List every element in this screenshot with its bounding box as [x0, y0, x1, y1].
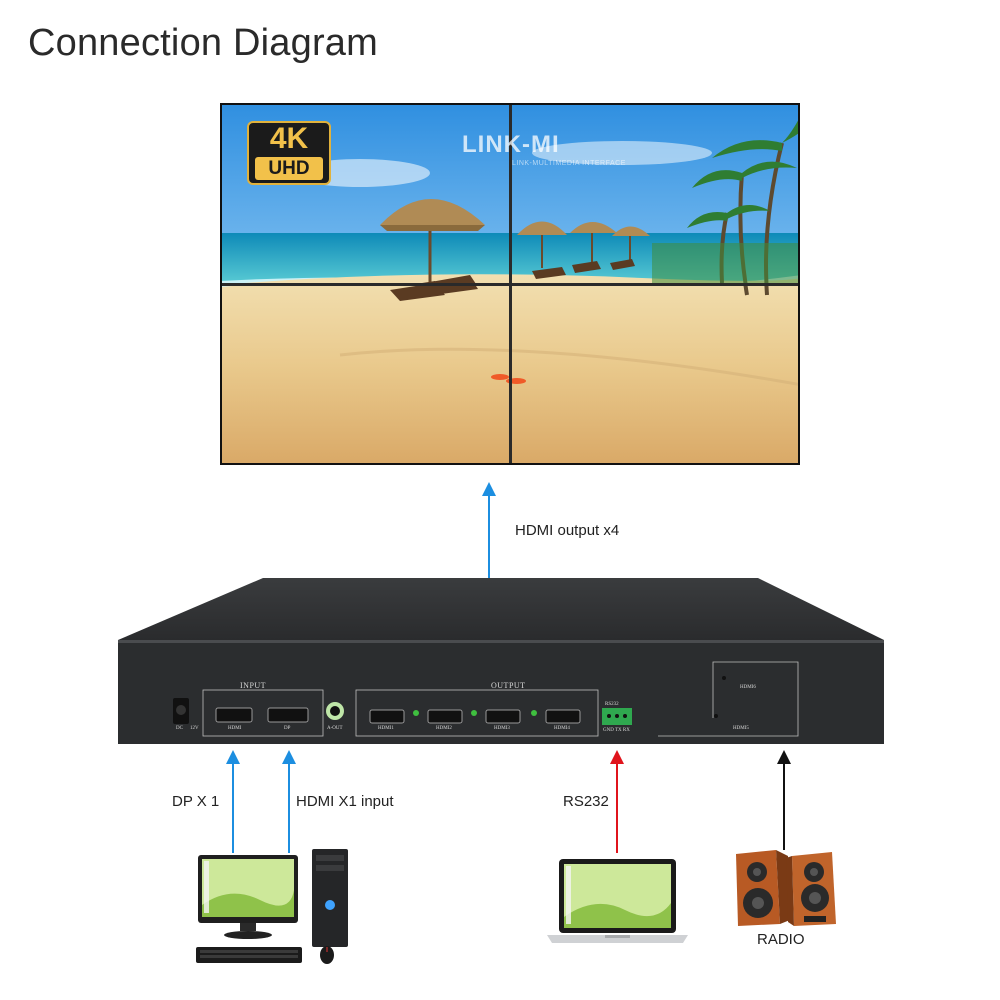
dp-input-arrow: [226, 750, 240, 853]
speakers: [736, 850, 836, 926]
video-wall-controller: [118, 578, 884, 744]
watermark-logo: LINK-MI: [462, 131, 560, 158]
laptop-computer: [547, 859, 688, 943]
output-port-label-4: HDMI4: [554, 726, 570, 731]
watermark-subtitle: LINK-MULTIMEDIA INTERFACE: [512, 160, 626, 167]
hdmi5-label: HDMI5: [733, 726, 749, 731]
input-header: INPUT: [240, 681, 267, 690]
output-port-label-3: HDMI3: [494, 726, 510, 731]
display-panel-bottom-right: [511, 285, 798, 463]
audio-out-label: A-OUT: [327, 726, 343, 731]
input-port-label-hdmi: HDMI: [228, 726, 242, 731]
hdmi6-label: HDMI6: [740, 685, 756, 690]
dp-label: DP X 1: [172, 793, 220, 810]
rs232-arrow: [610, 750, 624, 853]
radio-label: RADIO: [757, 931, 805, 948]
dc-voltage-label: 12V: [190, 726, 199, 731]
audio-arrow: [777, 750, 791, 850]
output-port-label-2: HDMI2: [436, 726, 452, 731]
desktop-computer: [196, 849, 348, 964]
hdmi-output-arrow: [482, 482, 496, 578]
hdmi-input-arrow: [282, 750, 296, 853]
display-panel-bottom-left: [222, 285, 509, 463]
page-title: Connection Diagram: [28, 22, 378, 64]
rs232-label: RS232: [563, 793, 609, 810]
output-header: OUTPUT: [491, 681, 526, 690]
4k-uhd-badge: 4K UHD: [247, 121, 331, 185]
hdmi-input-label: HDMI X1 input: [296, 793, 394, 810]
hdmi-output-label: HDMI output x4: [515, 522, 620, 539]
rs232-pins-label: GND TX RX: [603, 728, 630, 733]
video-wall: 4K UHD LINK-MI LINK-MULTIMEDIA INTERFACE: [220, 103, 800, 465]
rs232-header: RS232: [605, 702, 619, 707]
input-port-label-dp: DP: [284, 726, 291, 731]
output-port-label-1: HDMI1: [378, 726, 394, 731]
dc-label: DC: [176, 726, 183, 731]
